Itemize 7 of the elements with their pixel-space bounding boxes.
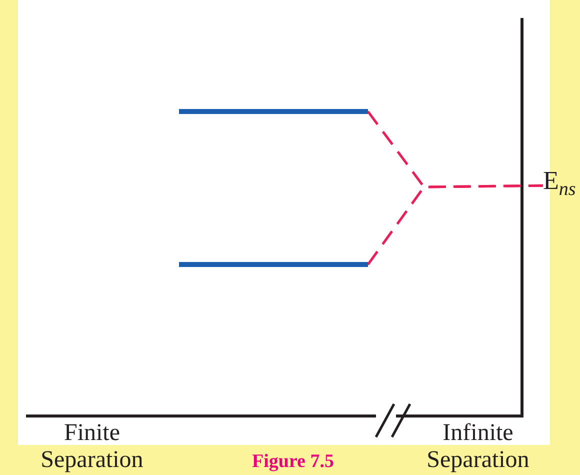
figure-caption: Figure 7.5 — [251, 452, 335, 472]
axis-label: Infinite Separation — [426, 420, 530, 474]
energy-label: E$_{ns}$ — [543, 168, 576, 204]
energy-level-bar — [179, 109, 368, 114]
energy-level-bar — [179, 262, 368, 267]
dashed-connector — [366, 184, 544, 266]
axis-label: Finite Separation — [40, 420, 144, 474]
